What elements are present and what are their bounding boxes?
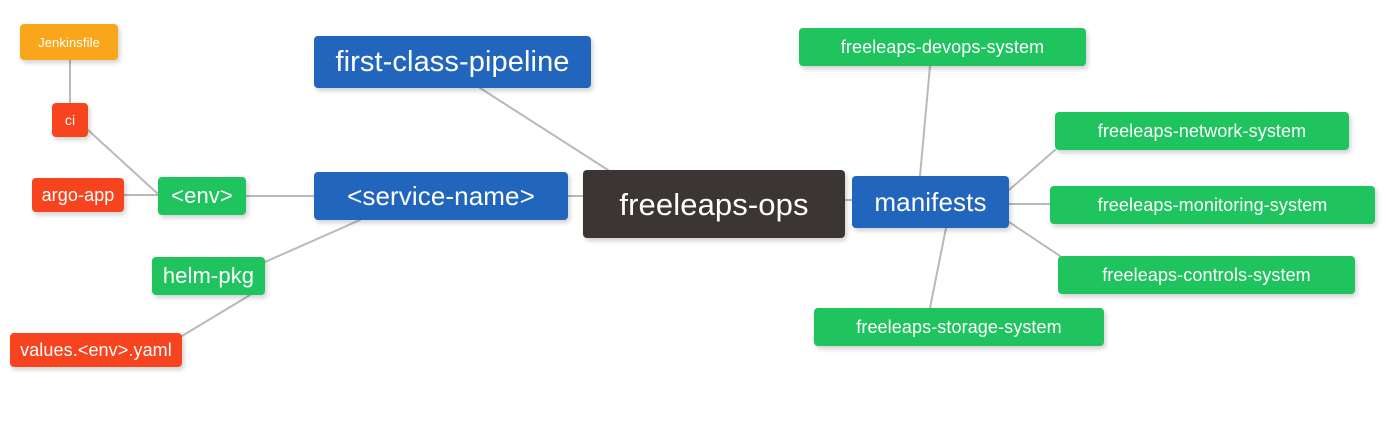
node-env[interactable]: <env>: [158, 177, 246, 215]
edge-manifests-to-controls-system: [1008, 221, 1061, 257]
node-network-system[interactable]: freeleaps-network-system: [1055, 112, 1349, 150]
node-service-name[interactable]: <service-name>: [314, 172, 568, 220]
edge-manifests-to-network-system: [1008, 149, 1056, 191]
node-jenkinsfile[interactable]: Jenkinsfile: [20, 24, 118, 60]
edge-manifests-to-storage-system: [929, 227, 947, 309]
node-first-class-pipeline[interactable]: first-class-pipeline: [314, 36, 591, 88]
node-helm-pkg[interactable]: helm-pkg: [152, 257, 265, 295]
node-monitoring-system[interactable]: freeleaps-monitoring-system: [1050, 186, 1375, 224]
edge-manifests-to-devops-system: [919, 65, 931, 177]
node-devops-system[interactable]: freeleaps-devops-system: [799, 28, 1086, 66]
node-storage-system[interactable]: freeleaps-storage-system: [814, 308, 1104, 346]
node-manifests[interactable]: manifests: [852, 176, 1009, 228]
node-controls-system[interactable]: freeleaps-controls-system: [1058, 256, 1355, 294]
node-freeleaps-ops[interactable]: freeleaps-ops: [583, 170, 845, 238]
edge-values-yaml-to-helm-pkg: [181, 294, 251, 337]
node-ci[interactable]: ci: [52, 103, 88, 137]
node-argo-app[interactable]: argo-app: [32, 178, 124, 212]
node-values-yaml[interactable]: values.<env>.yaml: [10, 333, 182, 367]
edge-first-class-pipeline-to-freeleaps-ops: [479, 87, 609, 171]
edge-helm-pkg-to-service-name: [264, 219, 361, 263]
